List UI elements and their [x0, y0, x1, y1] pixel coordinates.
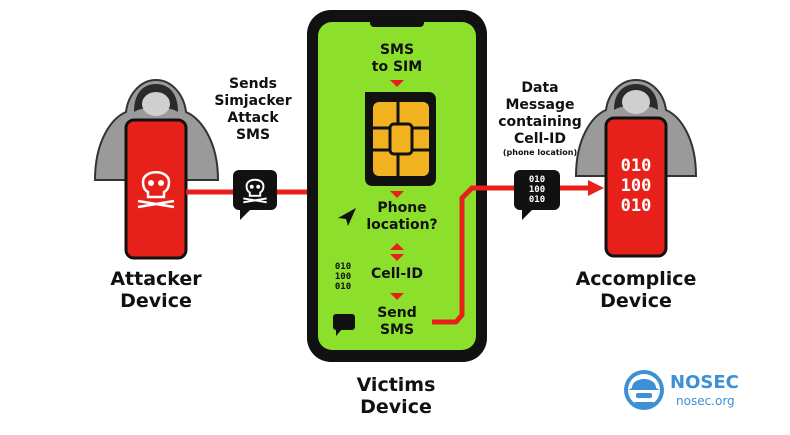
- down-arrow: [390, 80, 404, 87]
- brand-name: NOSEC: [670, 372, 739, 393]
- step-cell-id: Cell-ID: [370, 266, 423, 282]
- accomplice-device-label: Accomplice Device: [575, 268, 697, 312]
- step-send-sms: Send SMS: [377, 305, 417, 338]
- sim-card-icon: [365, 92, 436, 186]
- exfil-path-arrow: [588, 180, 604, 196]
- caption-line: Message: [505, 97, 575, 113]
- step-sms-to-sim: SMS to SIM: [371, 42, 423, 75]
- cell-id-binary: 010 100 010: [334, 262, 352, 292]
- attacker-phone: [124, 118, 188, 260]
- down-arrow: [390, 191, 404, 198]
- caption-line: Simjacker: [214, 93, 292, 109]
- caption-line: containing: [498, 114, 582, 130]
- attacker-device-label: Attacker Device: [110, 268, 202, 312]
- victim-device-label: Victims Device: [356, 374, 436, 418]
- down-arrow: [390, 293, 404, 300]
- caption-line: Cell-ID: [513, 131, 566, 147]
- nosec-logo-icon: [624, 370, 664, 410]
- skull-icon: [243, 178, 267, 204]
- skull-icon: [137, 171, 175, 209]
- exfil-path-line: [432, 185, 590, 325]
- attack-caption: Sends Simjacker Attack SMS: [203, 76, 303, 144]
- down-arrow: [390, 254, 404, 261]
- accomplice-phone: [604, 116, 668, 258]
- location-arrow-icon: [338, 208, 356, 226]
- accomplice-screen-binary: 010 100 010: [620, 156, 652, 216]
- brand-domain[interactable]: nosec.org: [676, 394, 735, 408]
- step-phone-location: Phone location?: [366, 200, 438, 233]
- bubble-binary: 010 100 010: [528, 175, 546, 205]
- up-arrow: [390, 243, 404, 250]
- attack-sms-bubble: [233, 170, 277, 220]
- data-message-bubble: [514, 170, 560, 220]
- caption-line: Sends: [229, 76, 277, 92]
- caption-line: Attack: [227, 110, 279, 126]
- caption-line: Data: [521, 80, 559, 96]
- data-message-caption: Data Message containing Cell-ID (phone l…: [480, 80, 600, 157]
- caption-note: (phone location): [502, 148, 578, 157]
- caption-line: SMS: [235, 127, 271, 143]
- chat-bubble-icon: [333, 314, 355, 336]
